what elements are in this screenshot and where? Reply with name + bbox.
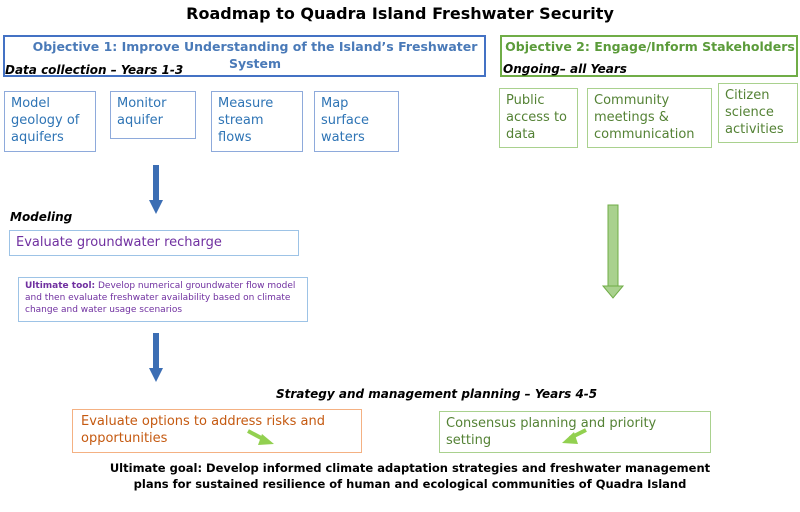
- box-measure-stream-flows: Measure stream flows: [211, 91, 303, 152]
- box-consensus-planning: Consensus planning and priority setting: [439, 411, 711, 453]
- data-collection-subtitle: Data collection – Years 1-3: [5, 63, 184, 77]
- ultimate-goal: Ultimate goal: Develop informed climate …: [109, 461, 711, 491]
- box-public-access: Public access to data: [499, 88, 578, 148]
- box-citizen-science: Citizen science activities: [718, 83, 798, 143]
- arrow-down-blue-2: [149, 333, 163, 382]
- objective-1-label: Objective 1: Improve Understanding of th…: [32, 39, 478, 71]
- objective-2-label: Objective 2: Engage/Inform Stakeholders: [505, 39, 795, 54]
- modeling-heading: Modeling: [10, 210, 73, 224]
- strategy-heading: Strategy and management planning – Years…: [276, 387, 598, 401]
- objective-1-frame: [3, 35, 486, 77]
- box-model-geology: Model geology of aquifers: [4, 91, 96, 152]
- ongoing-subtitle: Ongoing– all Years: [503, 62, 627, 76]
- box-evaluate-options: Evaluate options to address risks and op…: [72, 409, 362, 453]
- box-community-meetings: Community meetings & communication: [587, 88, 712, 148]
- ultimate-tool-text: Develop numerical groundwater flow model…: [25, 281, 296, 315]
- arrow-down-green: [601, 204, 625, 299]
- arrow-down-blue-1: [149, 165, 163, 214]
- ultimate-tool-box: Ultimate tool: Develop numerical groundw…: [18, 277, 308, 322]
- page-title: Roadmap to Quadra Island Freshwater Secu…: [186, 4, 614, 23]
- ultimate-tool-label: Ultimate tool:: [25, 281, 96, 291]
- arrow-diagonal-left: [247, 429, 274, 445]
- box-map-surface-waters: Map surface waters: [314, 91, 399, 152]
- box-evaluate-groundwater-recharge: Evaluate groundwater recharge: [9, 230, 299, 256]
- box-monitor-aquifer: Monitor aquifer: [110, 91, 196, 139]
- objective-2-frame: [500, 35, 798, 77]
- arrow-diagonal-right: [562, 428, 587, 444]
